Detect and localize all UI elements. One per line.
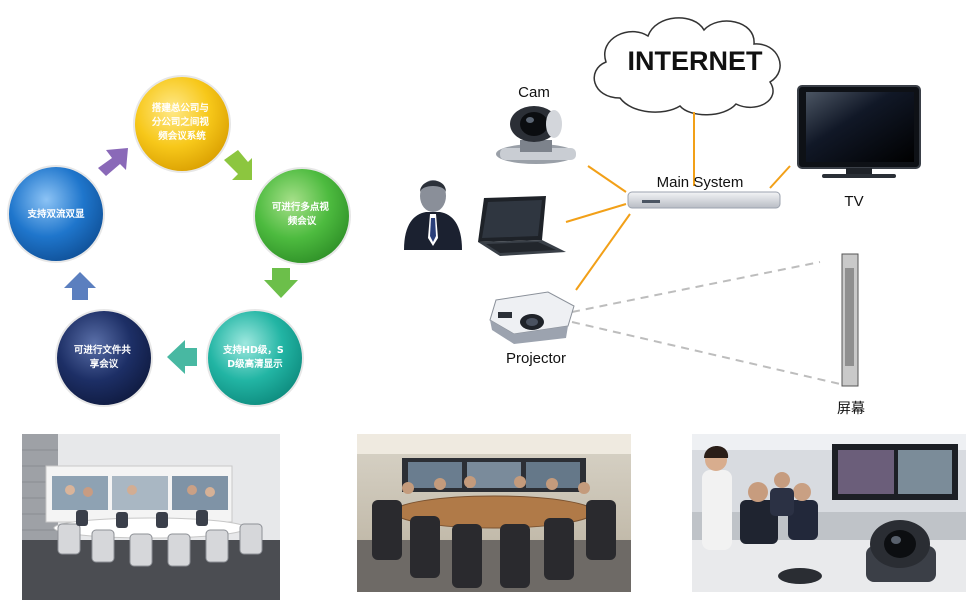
- arrow-1-to-2: [224, 150, 252, 180]
- line-projector-main: [575, 213, 631, 291]
- internet-cloud: INTERNET: [593, 17, 781, 116]
- cycle-node-3-text: 支持HD级，S D级高清显示: [222, 344, 287, 370]
- arrow-2-to-3: [264, 268, 298, 298]
- photo-conference-room-3: [692, 434, 966, 592]
- line-main-tv: [769, 165, 791, 189]
- network-diagram: INTERNET Cam: [404, 17, 921, 417]
- arrow-4-to-5: [64, 272, 96, 300]
- main-system-label: Main System: [657, 174, 744, 191]
- line-laptop-main: [565, 203, 627, 223]
- arrow-3-to-4: [167, 340, 197, 374]
- cycle-node-4-text: 可进行文件共 享会议: [74, 344, 134, 370]
- tv-device: TV: [797, 85, 921, 210]
- cycle-node-2-text: 可进行多点视 频会议: [272, 201, 332, 227]
- cycle-node-2: 可进行多点视 频会议: [253, 167, 351, 265]
- camera-device: Cam: [496, 84, 576, 164]
- screen-label: 屏幕: [837, 401, 865, 417]
- photo-conference-room-2: [357, 434, 631, 592]
- cycle-node-3: 支持HD级，S D级高清显示: [206, 309, 304, 407]
- user-person-icon: [404, 180, 462, 250]
- cycle-node-1: 搭建总公司与 分公司之间视 频会议系统: [133, 75, 231, 173]
- cam-label: Cam: [518, 84, 550, 101]
- projection-screen: 屏幕: [837, 253, 865, 417]
- cycle-node-1-text: 搭建总公司与 分公司之间视 频会议系统: [152, 102, 212, 142]
- internet-label: INTERNET: [628, 46, 764, 76]
- cycle-node-5: 支持双流双显: [7, 165, 105, 263]
- main-system-device: Main System: [627, 174, 781, 209]
- projection-beams: [571, 261, 841, 385]
- cycle-node-5-text: 支持双流双显: [26, 208, 85, 220]
- tv-label: TV: [844, 193, 863, 210]
- laptop-device: [478, 196, 566, 256]
- projector-device: Projector: [489, 291, 575, 367]
- cycle-diagram: 搭建总公司与 分公司之间视 频会议系统 可进行多点视 频会议 支持HD级，S D…: [7, 75, 351, 407]
- photo-camera: [866, 520, 936, 582]
- connection-lines: [565, 112, 791, 291]
- arrow-5-to-1: [98, 148, 128, 176]
- cycle-arrows: [64, 148, 298, 374]
- line-cam-main: [587, 165, 627, 193]
- projector-label: Projector: [506, 350, 566, 367]
- photo-conference-room-1: [22, 434, 280, 600]
- cycle-node-4: 可进行文件共 享会议: [55, 309, 153, 407]
